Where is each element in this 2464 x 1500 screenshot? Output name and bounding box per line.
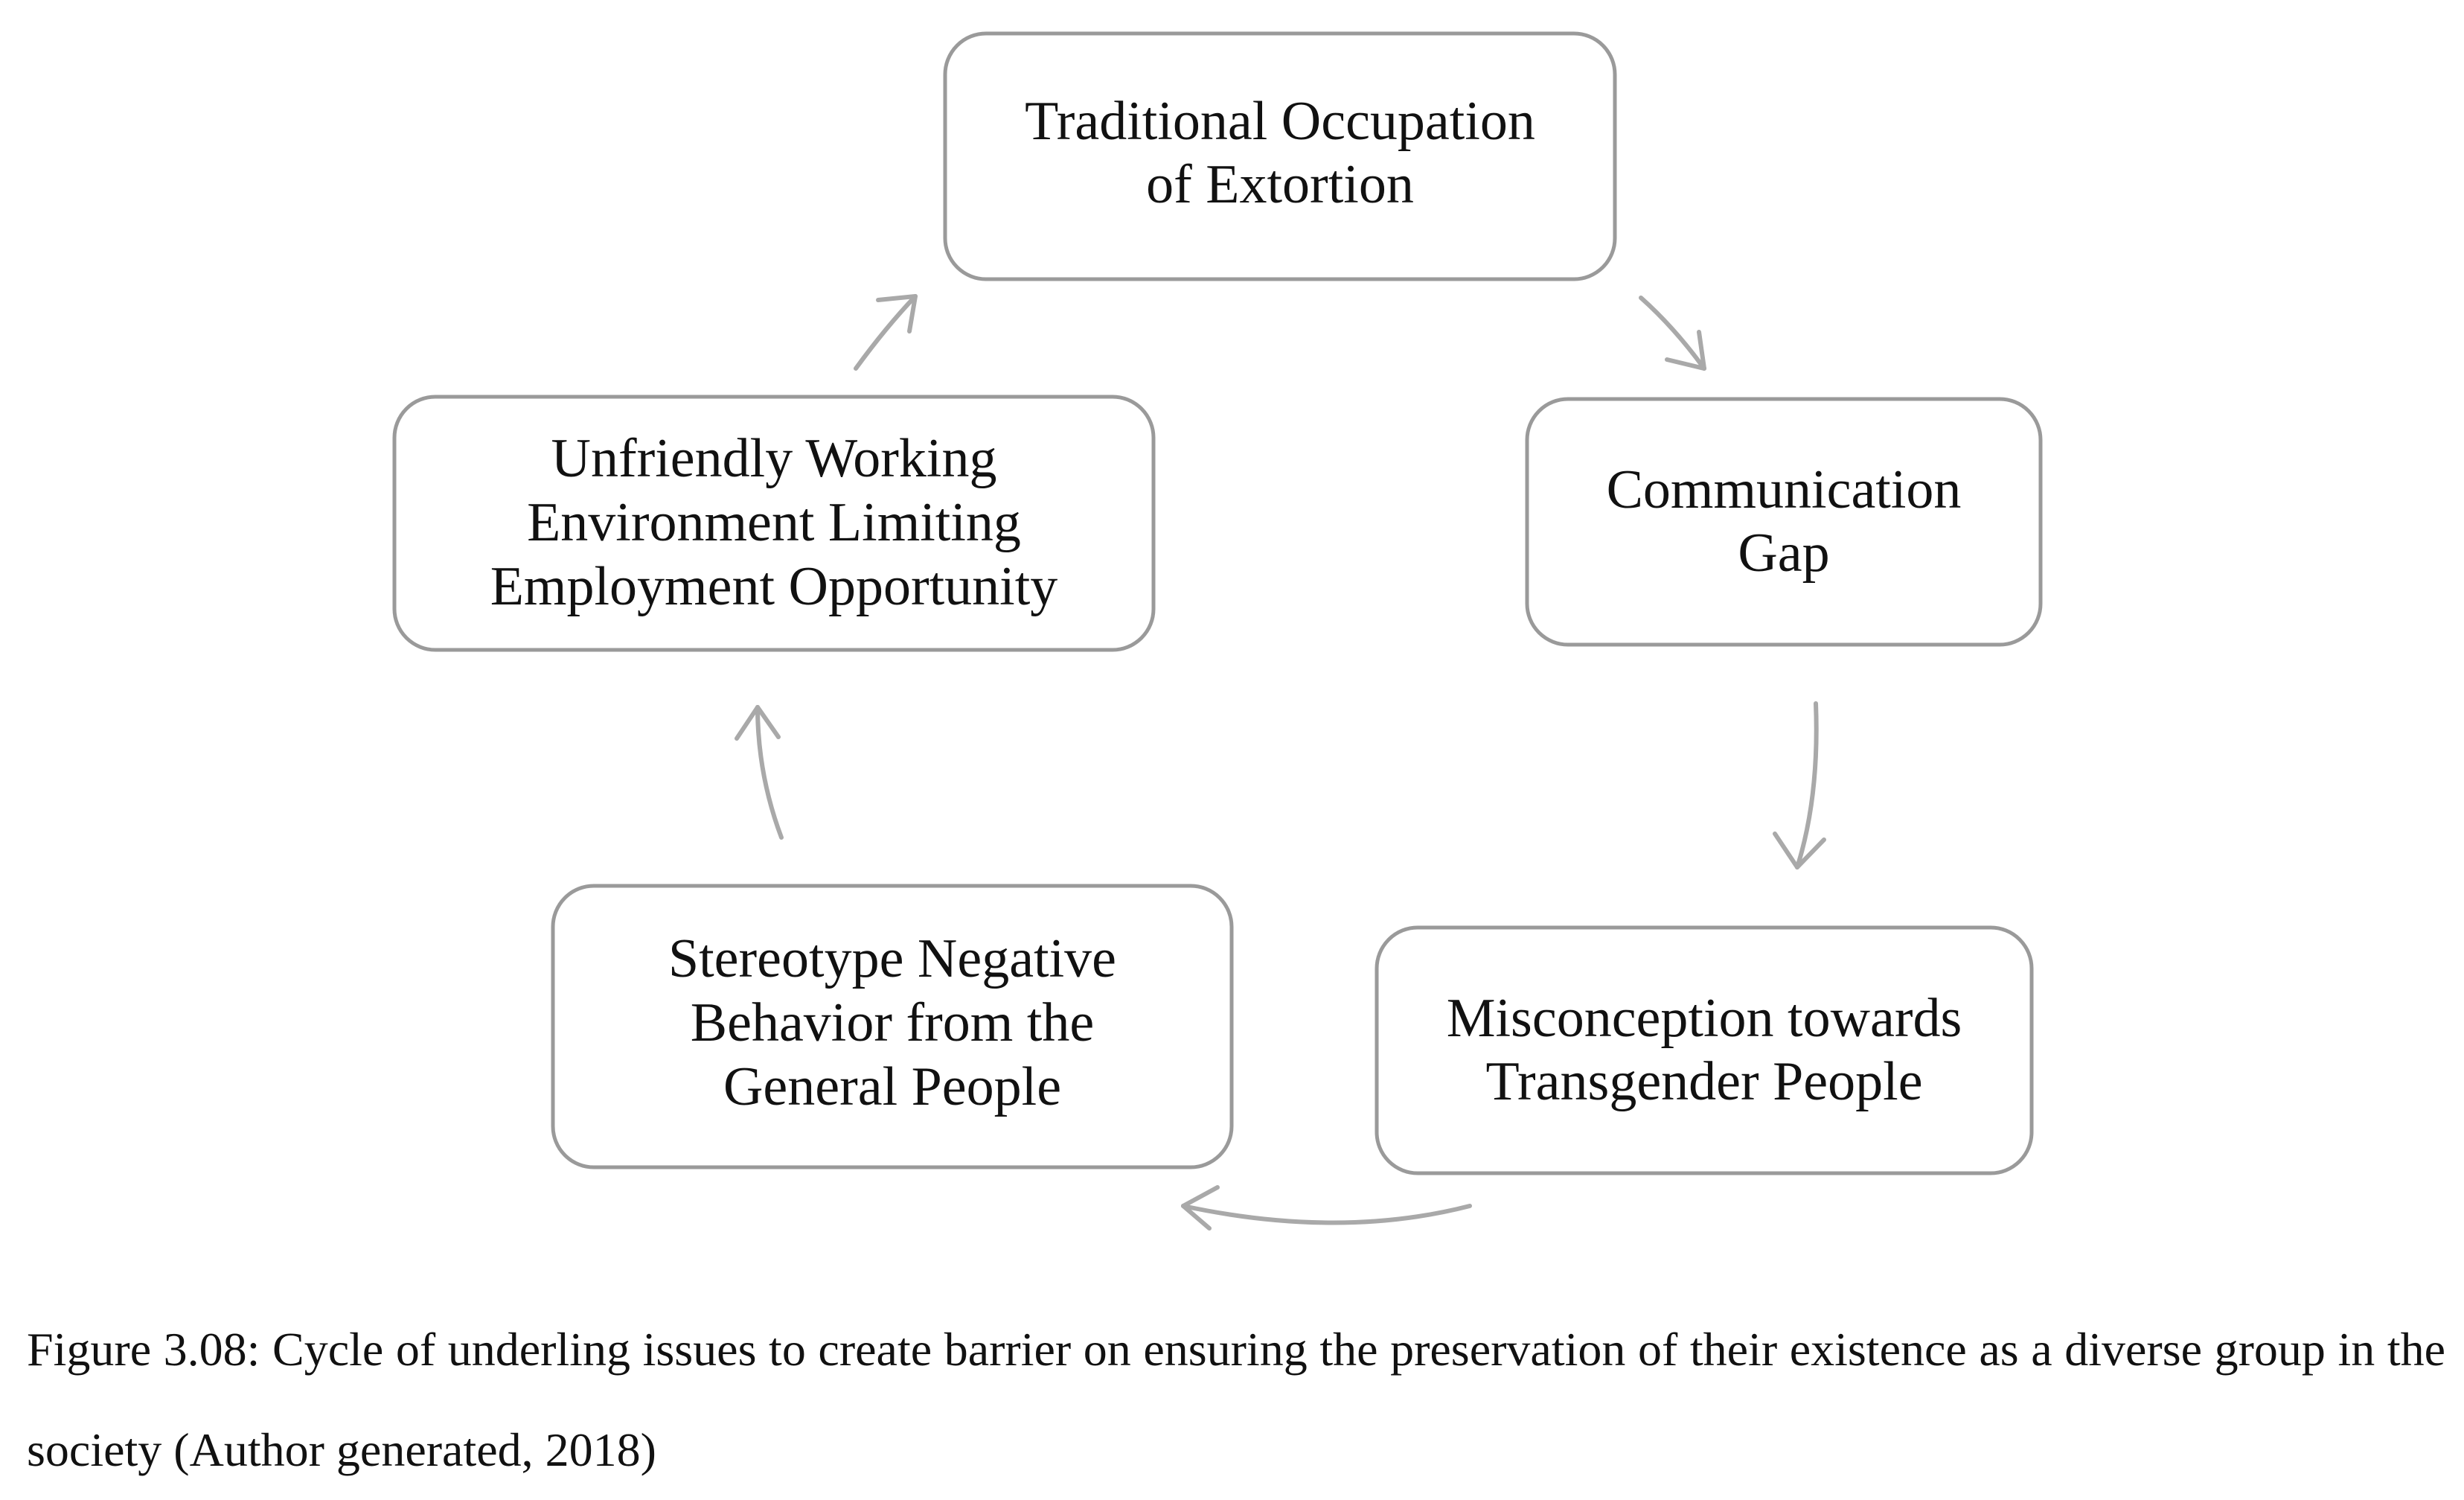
- node-communication-gap: Communication Gap: [1525, 397, 2043, 647]
- node-misconception: Misconception towards Transgender People: [1375, 925, 2034, 1175]
- node-stereotype: Stereotype Negative Behavior from the Ge…: [551, 884, 1234, 1169]
- arrow-communication-to-misconception: [1773, 701, 1826, 869]
- node-stereotype-line-2: Behavior from the: [691, 992, 1095, 1053]
- arrow-unfriendly-to-traditional: [854, 294, 918, 371]
- node-stereotype-line-1: Stereotype Negative: [668, 928, 1116, 989]
- node-misconception-line-2: Transgender People: [1485, 1051, 1922, 1112]
- figure-caption: Figure 3.08: Cycle of underling issues t…: [27, 1323, 2445, 1476]
- node-unfriendly-environment-line-2: Environment Limiting: [527, 492, 1021, 553]
- arrow-traditional-to-communication: [1639, 296, 1706, 371]
- node-traditional-occupation: Traditional Occupation of Extortion: [943, 31, 1617, 281]
- arrow-stereotype-to-unfriendly: [735, 705, 784, 840]
- node-traditional-occupation-line-1: Traditional Occupation: [1025, 91, 1535, 152]
- node-traditional-occupation-line-2: of Extortion: [1146, 154, 1414, 215]
- node-stereotype-line-3: General People: [723, 1056, 1061, 1117]
- node-unfriendly-environment-line-3: Employment Opportunity: [490, 556, 1058, 617]
- node-misconception-line-1: Misconception towards: [1447, 988, 1962, 1049]
- node-communication-gap-line-2: Gap: [1738, 523, 1829, 584]
- arrow-misconception-to-stereotype: [1181, 1185, 1472, 1231]
- node-unfriendly-environment-line-1: Unfriendly Working: [551, 428, 997, 489]
- node-communication-gap-line-1: Communication: [1607, 459, 1962, 520]
- node-unfriendly-environment: Unfriendly Working Environment Limiting …: [392, 395, 1156, 652]
